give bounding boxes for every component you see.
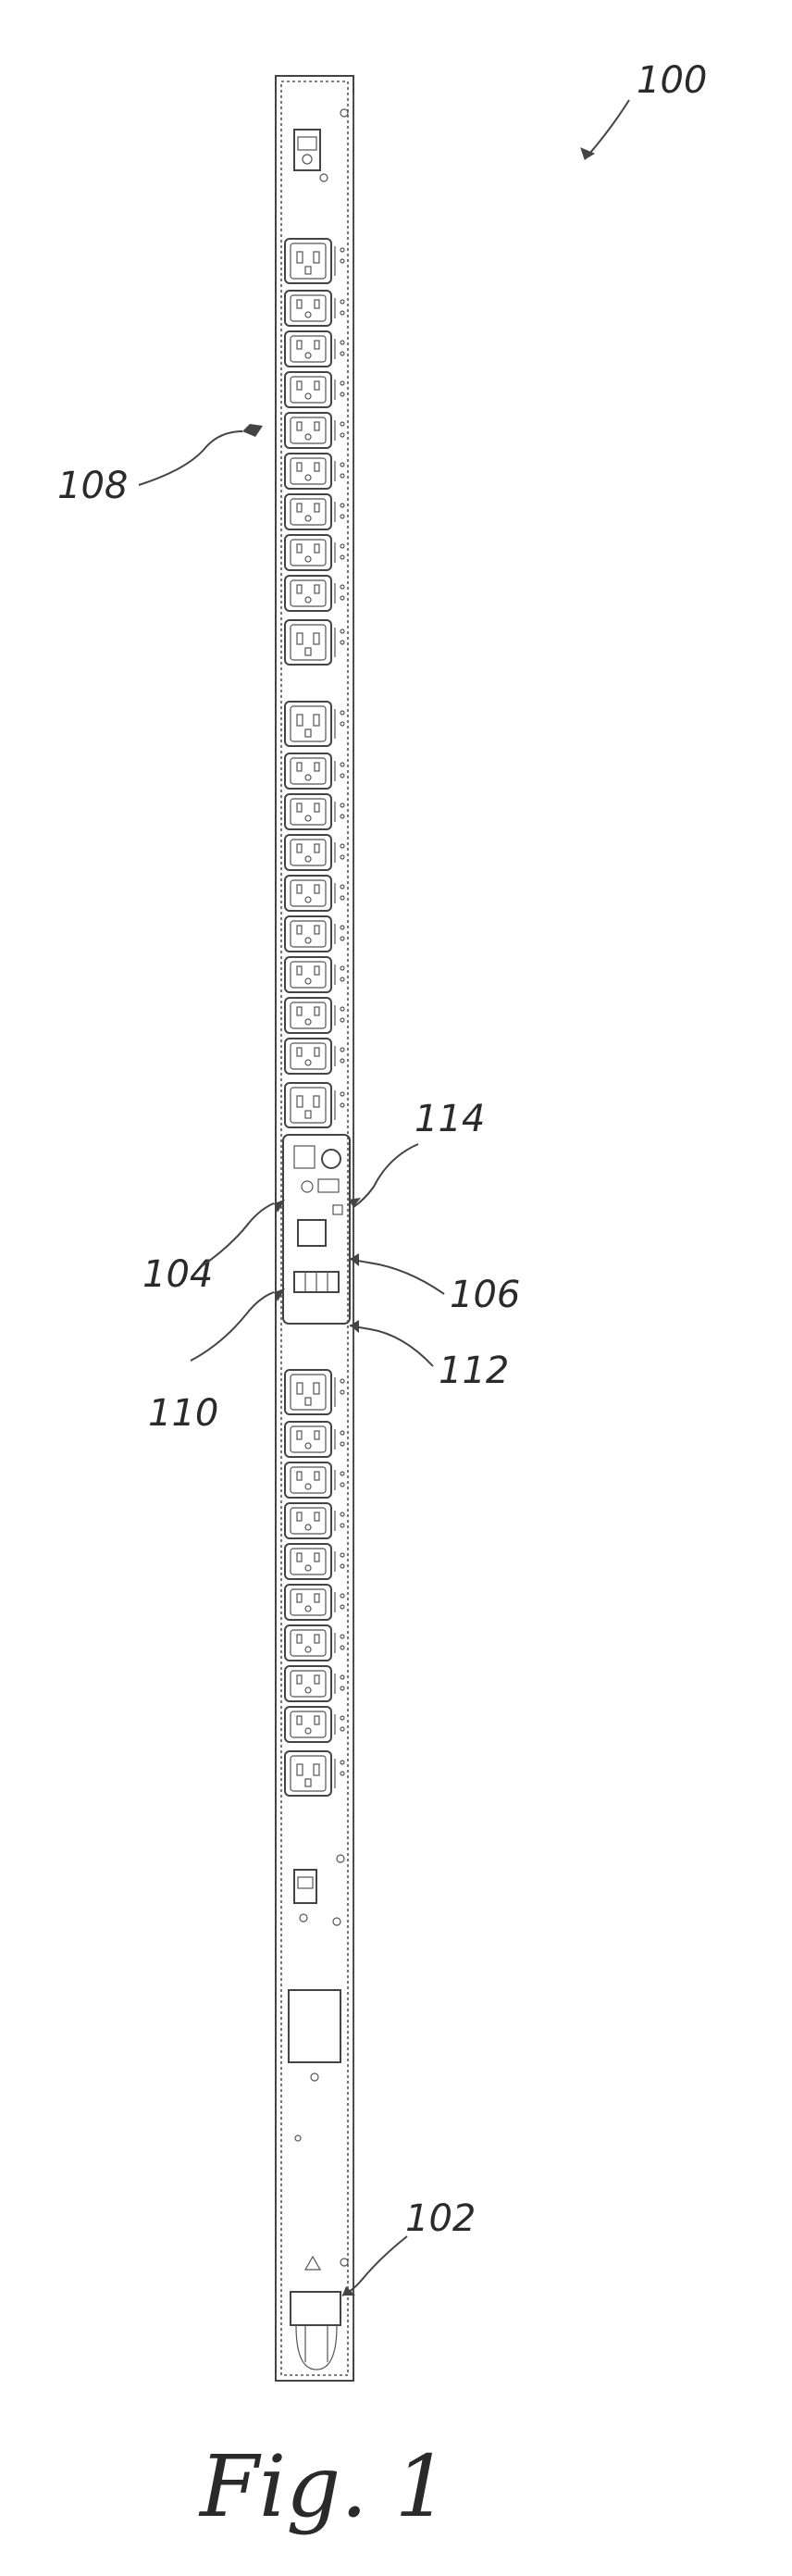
reference-110: 110 [148, 1288, 285, 1435]
upper-group-c13-outlet-3 [285, 372, 344, 407]
reference-114: 114 [348, 1098, 485, 1207]
lower-group-c13-outlet-8 [285, 1707, 344, 1742]
outlet-columns [285, 239, 344, 1796]
middle-group-c13-outlet-1 [285, 753, 344, 789]
upper-group-c13-outlet-1 [285, 291, 344, 326]
middle-group-c13-outlet-8 [285, 1039, 344, 1074]
reset-button [302, 1181, 313, 1192]
lower-group-c13-outlet-5 [285, 1585, 344, 1620]
serial-port [298, 1220, 326, 1246]
label-102: 102 [405, 2197, 476, 2240]
top-mount-block [294, 109, 348, 181]
lower-group-c13-outlet-6 [285, 1625, 344, 1661]
upper-group-c13-outlet-4 [285, 413, 344, 448]
lower-group-c19-bottom [285, 1751, 344, 1796]
middle-group-c13-outlet-6 [285, 957, 344, 992]
lower-group-c13-outlet-1 [285, 1422, 344, 1457]
middle-group-c13-outlet-5 [285, 916, 344, 952]
label-110: 110 [148, 1392, 218, 1435]
bottom-mount-block [294, 1855, 344, 1925]
control-module [283, 1135, 350, 1324]
label-112: 112 [439, 1350, 509, 1392]
reference-104: 104 [142, 1200, 285, 1296]
lower-group-c13-outlet-2 [285, 1462, 344, 1498]
lower-group-c19-top [285, 1370, 344, 1414]
lower-group-c13-outlet-7 [285, 1666, 344, 1701]
lower-group-c13-outlet-3 [285, 1503, 344, 1538]
power-inlet [291, 2257, 348, 2370]
upper-group-c13-outlet-7 [285, 535, 344, 570]
reference-102: 102 [342, 2197, 476, 2296]
reference-108: 108 [57, 424, 263, 507]
reference-106: 106 [350, 1253, 520, 1316]
label-108: 108 [57, 465, 128, 507]
middle-group-c13-outlet-2 [285, 794, 344, 829]
upper-group-c13-outlet-6 [285, 494, 344, 529]
reference-100: 100 [581, 59, 707, 159]
reference-112: 112 [350, 1320, 509, 1392]
power-distribution-unit [276, 76, 353, 2381]
middle-group-c19-top [285, 702, 344, 746]
label-104: 104 [142, 1253, 213, 1296]
label-plate [289, 1990, 340, 2062]
status-led [333, 1205, 342, 1214]
upper-group-c13-outlet-8 [285, 576, 344, 611]
lower-group-c13-outlet-4 [285, 1544, 344, 1579]
middle-group-c13-outlet-7 [285, 998, 344, 1033]
upper-group-c19-bottom [285, 620, 344, 665]
upper-group-c19-top [285, 239, 344, 283]
label-100: 100 [637, 59, 707, 102]
middle-group-c13-outlet-3 [285, 835, 344, 870]
display-window [294, 1146, 315, 1168]
upper-group-c13-outlet-2 [285, 331, 344, 367]
label-106: 106 [450, 1274, 520, 1316]
label-114: 114 [415, 1098, 485, 1140]
middle-group-c13-outlet-4 [285, 876, 344, 911]
upper-group-c13-outlet-5 [285, 454, 344, 489]
figure-caption: Fig. 1 [198, 2437, 449, 2536]
network-port [318, 1179, 339, 1192]
sensor-port [322, 1150, 340, 1168]
middle-group-c19-bottom [285, 1083, 344, 1127]
